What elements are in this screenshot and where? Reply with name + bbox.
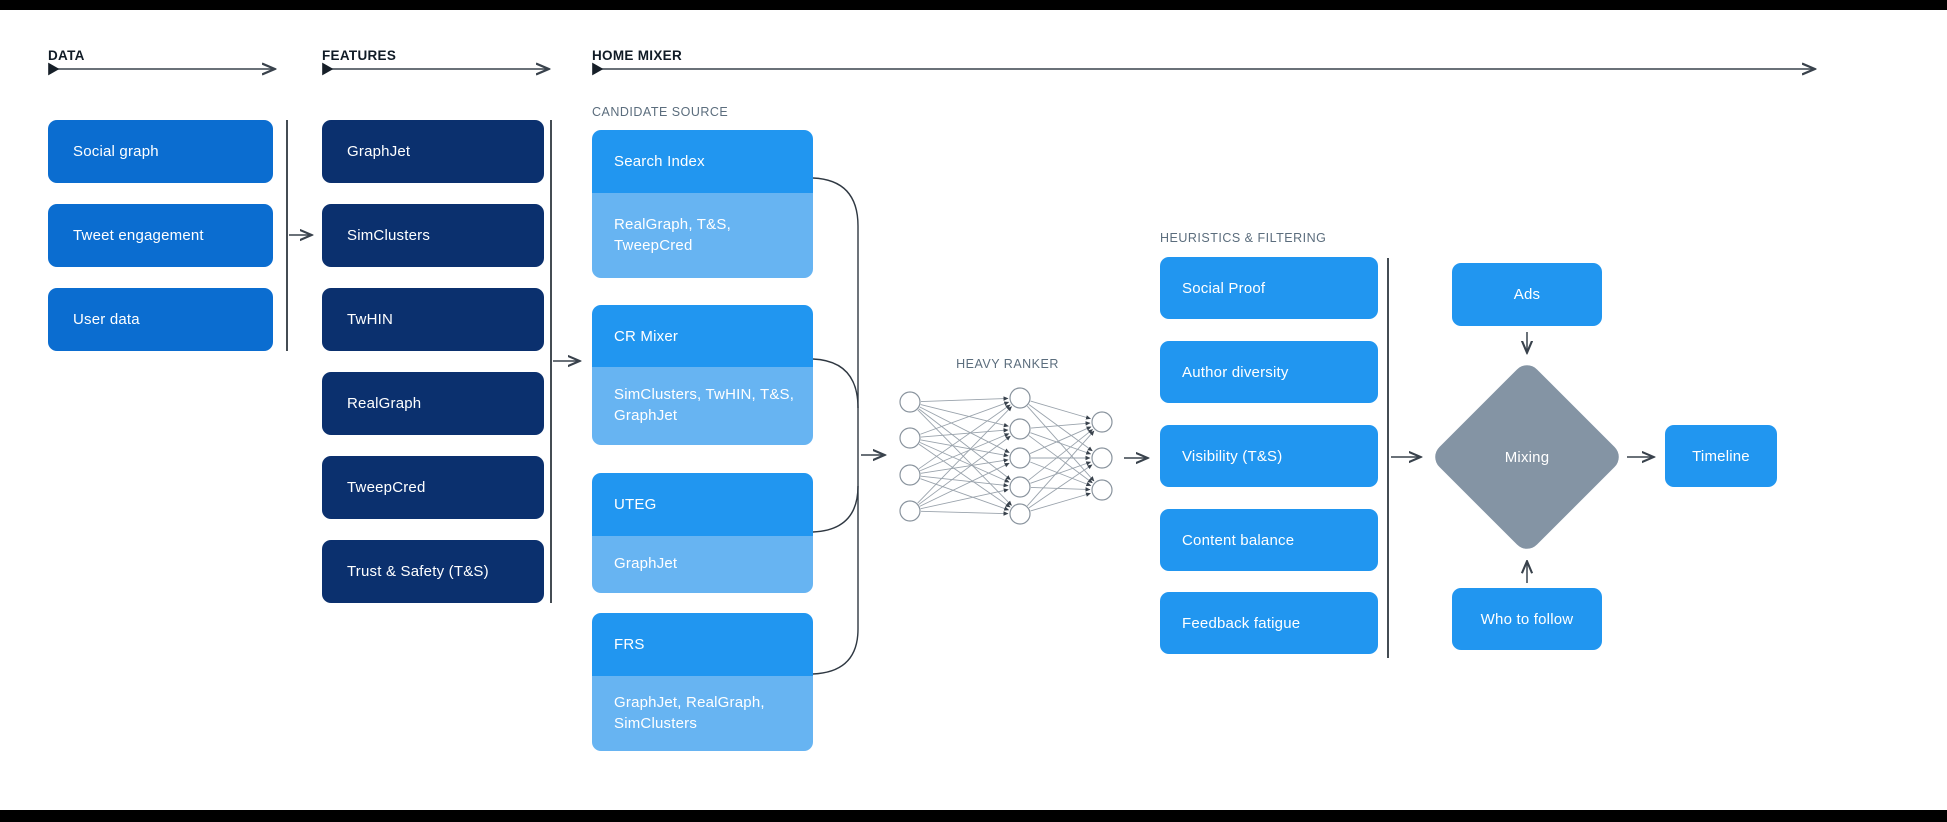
- heuristic-box-feedback-fatigue: Feedback fatigue: [1160, 592, 1378, 654]
- mixing-diamond-label: Mixing: [1504, 448, 1550, 466]
- ads-box: Ads: [1452, 263, 1602, 326]
- feature-box-twhin: TwHIN: [322, 288, 544, 351]
- who-to-follow-box: Who to follow: [1452, 588, 1602, 650]
- feature-box-simclusters: SimClusters: [322, 204, 544, 267]
- candidate-uteg-title: UTEG: [592, 473, 813, 536]
- heuristic-box-visibility: Visibility (T&S): [1160, 425, 1378, 487]
- candidate-source-label: CANDIDATE SOURCE: [592, 105, 729, 119]
- data-box-user-data: User data: [48, 288, 273, 351]
- candidate-uteg-sources: GraphJet: [592, 536, 813, 593]
- divider-lines: [286, 120, 1389, 658]
- feature-box-trust-safety: Trust & Safety (T&S): [322, 540, 544, 603]
- home-mixer-section-label: HOME MIXER: [592, 48, 683, 63]
- candidate-frs-sources: GraphJet, RealGraph, SimClusters: [592, 676, 813, 751]
- heuristic-box-content-balance: Content balance: [1160, 509, 1378, 571]
- candidate-frs-title: FRS: [592, 613, 813, 676]
- heavy-ranker-label: HEAVY RANKER: [956, 357, 1059, 371]
- data-box-social-graph: Social graph: [48, 120, 273, 183]
- flow-arrows: [289, 235, 1653, 583]
- feature-box-graphjet: GraphJet: [322, 120, 544, 183]
- timeline-box: Timeline: [1665, 425, 1777, 487]
- features-section-label: FEATURES: [322, 48, 397, 63]
- neural-network-edges: [917, 396, 1095, 516]
- heuristic-box-social-proof: Social Proof: [1160, 257, 1378, 319]
- feature-box-tweepcred: TweepCred: [322, 456, 544, 519]
- candidate-search-index-title: Search Index: [592, 130, 813, 193]
- feature-box-realgraph: RealGraph: [322, 372, 544, 435]
- data-box-tweet-engagement: Tweet engagement: [48, 204, 273, 267]
- candidate-cr-mixer-title: CR Mixer: [592, 305, 813, 367]
- candidate-cr-mixer-sources: SimClusters, TwHIN, T&S, GraphJet: [592, 367, 813, 445]
- bottom-black-bar: [0, 810, 1947, 822]
- data-section-label: DATA: [48, 48, 85, 63]
- candidate-merge-curves: [812, 177, 859, 675]
- heuristic-box-author-diversity: Author diversity: [1160, 341, 1378, 403]
- neural-network-nodes: [899, 387, 1113, 525]
- candidate-search-index-sources: RealGraph, T&S, TweepCred: [592, 193, 813, 278]
- heuristics-filtering-label: HEURISTICS & FILTERING: [1160, 231, 1327, 245]
- top-black-bar: [0, 0, 1947, 10]
